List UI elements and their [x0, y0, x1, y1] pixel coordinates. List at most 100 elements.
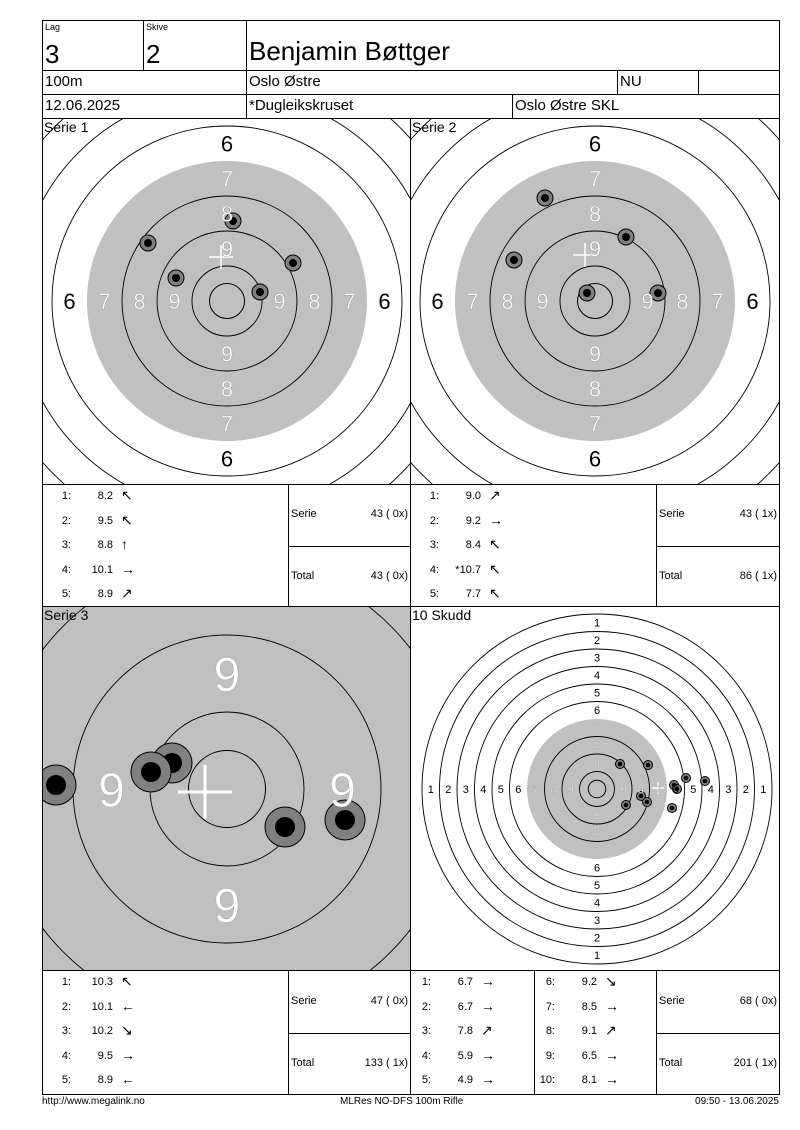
ring-label-7: 7 [343, 289, 355, 314]
inner-ten-ring [188, 750, 266, 828]
shot-number: 4: [421, 1049, 431, 1062]
shot-value: 9.5 [97, 1049, 113, 1062]
shot-center [654, 289, 662, 297]
ring-label-9: 9 [589, 341, 601, 366]
lag-label: Lag [45, 22, 61, 32]
shot-row: 5:4.9→ [411, 1071, 523, 1088]
shot-list-10-skudd-b: 6:9.2↘7:8.5→8:9.1↗9:6.5→10:8.1→ [534, 970, 657, 1095]
shot-center [172, 274, 180, 282]
ring-8 [489, 195, 701, 407]
shot-center [683, 775, 689, 781]
divider [289, 1033, 410, 1034]
shot-center [702, 778, 708, 784]
ring-label-6: 6 [594, 863, 600, 875]
ring-label-7: 7 [594, 845, 600, 857]
total-value: 86 ( 1x) [739, 569, 777, 582]
ring-label-2: 2 [743, 784, 749, 796]
shot-direction-arrow-icon: ↘ [121, 1022, 133, 1038]
ring-label-7: 7 [655, 784, 661, 796]
shot-direction-arrow-icon: → [481, 1071, 495, 1087]
serie-value: 47 ( 0x) [370, 994, 408, 1007]
ring-label-8: 8 [550, 784, 556, 796]
shot-row: 5:8.9↗ [43, 585, 163, 602]
ring-label-3: 3 [463, 784, 469, 796]
lag-cell: Lag 3 [42, 20, 144, 71]
total-value: 43 ( 0x) [370, 569, 408, 582]
shot-value: 10.1 [91, 563, 113, 576]
shot-number: 3: [61, 539, 71, 551]
inner-ten-ring [209, 283, 245, 319]
ring-4 [474, 666, 720, 912]
shot-center [510, 256, 518, 264]
shot-number: 2: [421, 1000, 431, 1013]
panel-title: Serie 1 [44, 119, 89, 135]
ring-label-6: 6 [378, 289, 390, 314]
shot-value: 9.5 [97, 514, 113, 527]
shot-center [669, 805, 675, 811]
ring-label-2: 2 [445, 784, 451, 796]
shot-center [617, 761, 623, 767]
serie-value: 68 ( 0x) [739, 994, 777, 1007]
ring-3 [456, 648, 738, 930]
shot-direction-arrow-icon: → [481, 1046, 495, 1063]
target-black-area [455, 161, 735, 441]
class-cell: NU [617, 70, 699, 95]
ring-label-9: 9 [594, 758, 600, 770]
shot-row: 3:8.8↑ [43, 536, 163, 553]
ring-label-4: 4 [708, 784, 714, 796]
total-label: Total [291, 569, 315, 582]
shot-row: 4:5.9→ [411, 1046, 523, 1064]
ring-label-4: 4 [480, 784, 486, 796]
ring-label-8: 8 [638, 784, 644, 796]
ring-label-8: 8 [221, 201, 233, 226]
footer-url[interactable]: http://www.megalink.no [42, 1096, 145, 1107]
shot-center [141, 762, 161, 782]
shot-center [645, 762, 651, 768]
ring-label-7: 7 [533, 784, 539, 796]
ring-label-2: 2 [594, 635, 600, 647]
shot-number: 9: [545, 1049, 555, 1062]
shot-row: 5:7.7↖ [411, 585, 531, 602]
total-value: 133 ( 1x) [364, 1057, 408, 1070]
shot-center [644, 799, 650, 805]
organizer: Oslo Østre SKL [515, 97, 620, 114]
ring-label-4: 4 [594, 898, 600, 910]
ring-9 [524, 230, 666, 372]
shot-center [144, 239, 152, 247]
ring-6 [509, 701, 685, 877]
lag-value: 3 [45, 39, 60, 69]
extra-cell [698, 70, 780, 95]
shot-number: 1: [61, 976, 71, 988]
shot-direction-arrow-icon: → [121, 1046, 135, 1063]
distance-cell: 100m [42, 70, 247, 95]
shot-row: 4:10.1→ [43, 560, 163, 578]
shot-row: 1:6.7→ [411, 973, 523, 990]
ring-label-3: 3 [594, 653, 600, 665]
ring-label-3: 3 [594, 915, 600, 927]
ring-label-9: 9 [641, 289, 653, 314]
shot-direction-arrow-icon: ↖ [121, 511, 133, 528]
ring-label-9: 9 [568, 784, 574, 796]
shot-direction-arrow-icon: ↗ [481, 1022, 493, 1038]
shot-row: 8:9.1↗ [535, 1022, 647, 1039]
class: NU [620, 73, 642, 90]
ring-label-7: 7 [589, 411, 601, 436]
serie-label: Serie [659, 994, 685, 1007]
shot-row: 3:10.2↘ [43, 1022, 163, 1039]
skive-label: Skive [146, 22, 169, 32]
ring-label-7: 7 [98, 289, 110, 314]
serie-score: Serie 68 ( 0x) [659, 995, 777, 1007]
shot-direction-arrow-icon: → [121, 560, 135, 577]
shot-direction-arrow-icon: ↘ [605, 973, 617, 989]
shot-list-serie-3: 1:10.3↖2:10.1←3:10.2↘4:9.5→5:8.9← [42, 970, 289, 1095]
shot-row: 3:8.4↖ [411, 536, 531, 553]
ring-label-5: 5 [690, 784, 696, 796]
ring-label-7: 7 [221, 411, 233, 436]
